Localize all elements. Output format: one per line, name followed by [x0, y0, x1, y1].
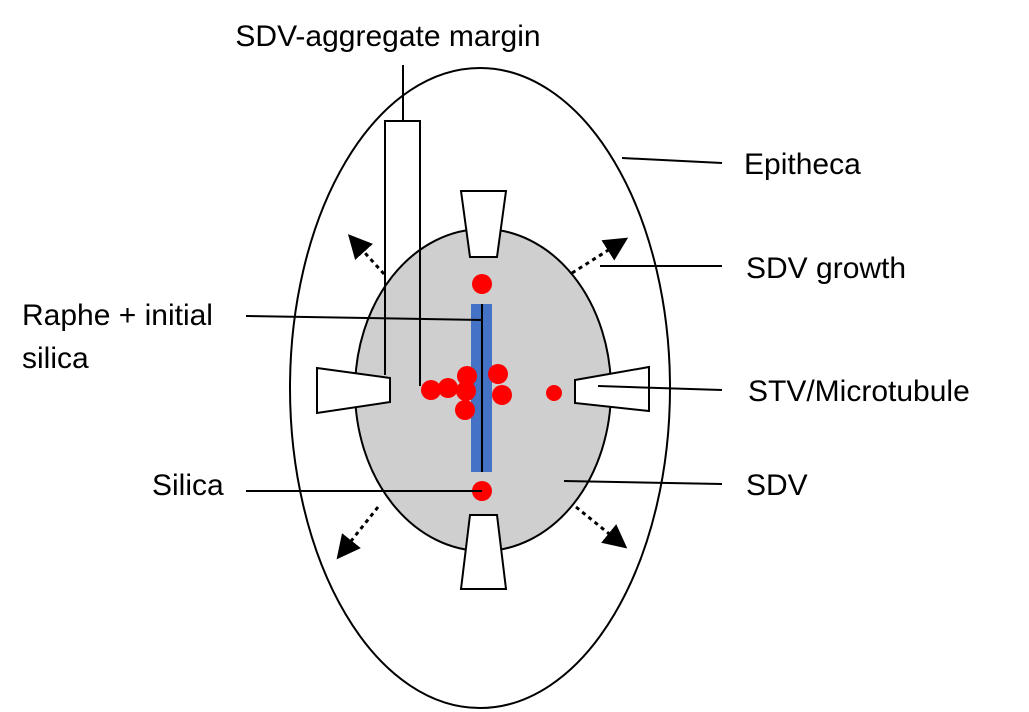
stv-left — [316, 366, 391, 415]
label-stv-microtubule: STV/Microtubule — [748, 375, 970, 408]
label-silica: Silica — [152, 469, 224, 502]
raphe-leader — [245, 315, 483, 321]
stv-right — [574, 365, 650, 413]
silica-dot — [421, 380, 441, 400]
silica-dot — [457, 366, 477, 386]
label-sdv-growth: SDV growth — [746, 252, 906, 285]
label-sdv-aggregate-margin: SDV-aggregate margin — [235, 20, 540, 53]
growth-arrow-lower-right — [575, 505, 628, 549]
growth-arrow-upper-left — [347, 234, 386, 276]
silica-dot — [472, 274, 492, 294]
silica-dot — [455, 400, 475, 420]
label-raphe-line1: Raphe + initial — [22, 299, 213, 332]
label-epitheca: Epitheca — [744, 148, 861, 181]
sdv-leader — [563, 480, 723, 485]
stv-top — [459, 190, 508, 258]
silica-dot — [456, 381, 476, 401]
silica-dot — [546, 385, 562, 401]
stv-bottom — [459, 514, 508, 590]
growth-arrow-upper-right — [571, 237, 629, 275]
label-sdv: SDV — [746, 469, 808, 502]
stv-leader — [597, 385, 723, 391]
epitheca-leader — [621, 157, 723, 164]
growth-arrow-lower-left — [336, 506, 380, 560]
silica-dot — [488, 364, 508, 384]
silica-dot — [438, 378, 458, 398]
silica-dot — [492, 385, 512, 405]
label-raphe-line2: silica — [22, 342, 89, 375]
